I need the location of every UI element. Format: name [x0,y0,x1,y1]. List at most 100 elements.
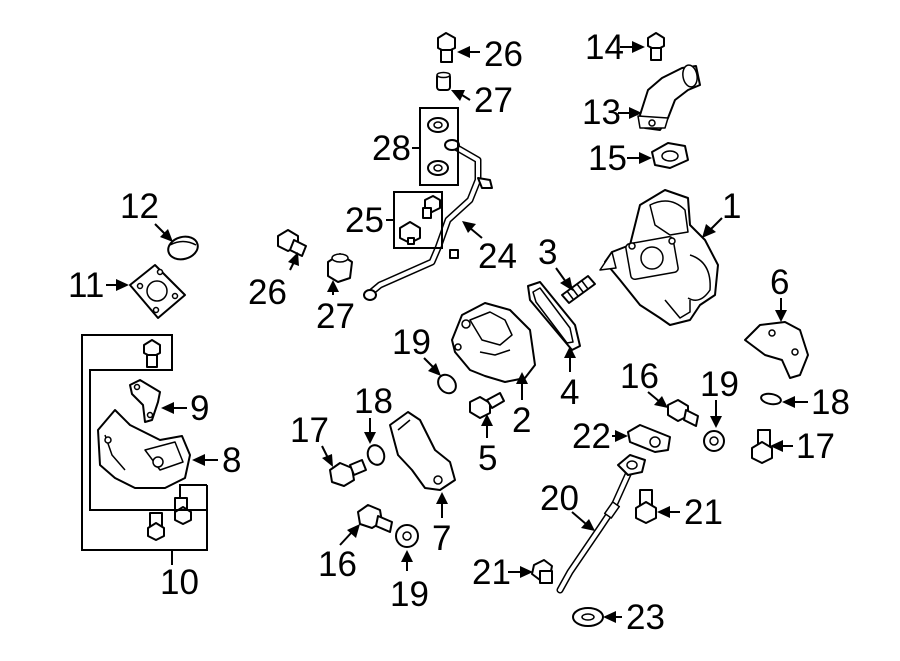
washer-18-left-part[interactable] [365,443,387,467]
callout-19-bottom: 19 [390,575,429,614]
callout-1: 1 [722,187,741,226]
bolt-17-right-part[interactable] [751,429,773,464]
callout-19-top: 19 [392,323,431,362]
arrow-19-bottom [401,550,413,562]
bracket-9-part[interactable] [129,379,161,423]
callout-28: 28 [372,129,411,168]
gasket-11-part[interactable] [129,264,186,319]
arrow-21-right [657,506,670,518]
arrow-18-left [364,432,376,444]
arrow-27-left [327,280,339,292]
washer-23-part[interactable] [572,607,604,627]
exhaust-housing-part[interactable] [451,302,536,383]
callout-26-top: 26 [484,35,523,74]
callout-23: 23 [626,598,665,637]
stud-part[interactable] [561,275,596,304]
arrow-2 [516,372,528,384]
arrow-17-left [322,454,333,467]
arrow-16-lower [347,524,360,538]
bolt-25-upper-part[interactable] [422,195,441,219]
bolt-box-lower-left-part[interactable] [147,512,165,541]
group-box-25 [393,191,443,249]
cap-12-part[interactable] [166,233,201,262]
bolt-17-left-part[interactable] [329,459,367,487]
callout-3: 3 [538,233,557,272]
callout-25: 25 [345,201,384,240]
callout-15: 15 [588,139,627,178]
callout-16-lower: 16 [318,545,357,584]
turbocharger-part[interactable] [599,189,719,326]
arrow-8 [192,454,205,466]
leader-3 [555,267,567,283]
group-box-28 [419,107,459,186]
callout-5: 5 [478,439,497,478]
leader-24 [469,227,483,239]
arrow-21-left [520,566,533,578]
arrow-13 [629,107,642,119]
arrow-9 [161,402,174,414]
elbow-pipe-13-part[interactable] [637,64,701,131]
callout-16-upper: 16 [620,357,659,396]
bolt-26-top-part[interactable] [437,32,456,63]
gasket-22-part[interactable] [627,424,671,453]
arrow-4 [564,346,576,358]
callout-4: 4 [560,373,579,412]
arrow-19-top [428,363,441,376]
oil-pipe-24-part[interactable] [363,139,493,301]
callout-26-left: 26 [248,273,287,312]
bolt-21-right-part[interactable] [635,489,657,524]
leader-27-top [461,94,471,101]
arrow-5 [481,414,493,426]
callout-11: 11 [68,266,104,305]
bolt-14-part[interactable] [647,32,665,61]
leader-20 [571,511,587,525]
sleeve-27-top-part[interactable] [436,71,451,91]
callout-2: 2 [512,401,531,440]
gasket-15-part[interactable] [651,142,689,169]
washer-18-right-part[interactable] [760,392,782,406]
arrow-11 [116,279,129,291]
gasket-part[interactable] [527,281,581,351]
washer-19-right-part[interactable] [703,430,725,452]
bolt-box-upper-part[interactable] [143,339,161,368]
callout-17-left: 17 [290,411,329,450]
arrow-6 [775,310,787,322]
callout-9: 9 [190,389,209,428]
arrow-17-right [770,440,783,452]
callout-22: 22 [572,417,611,456]
bolt-16-lower-part[interactable] [357,504,393,533]
callout-27-top: 27 [474,81,513,120]
sleeve-27-left-part[interactable] [327,253,353,283]
bolt-box-lower-right-part[interactable] [174,497,192,525]
arrow-7 [436,492,448,504]
washer-19-bottom-part[interactable] [395,524,419,548]
heat-shield-7-part[interactable] [389,411,456,491]
bolt-21-left-part[interactable] [531,559,553,584]
arrow-26-left [288,252,299,266]
leader-16-lower [339,531,353,546]
callout-21-right: 21 [684,493,723,532]
leader-16-upper [647,391,661,403]
bolt-26-left-part[interactable] [277,229,307,257]
leader-19-top [423,357,435,369]
arrow-24 [462,221,476,233]
oil-pipe-20-part[interactable] [556,454,646,594]
callout-27-left: 27 [316,297,355,336]
callout-12: 12 [120,187,159,226]
heat-shield-8-part[interactable] [97,409,191,489]
bracket-6-part[interactable] [744,321,809,379]
callout-8: 8 [222,441,241,480]
callout-21-left: 21 [472,553,511,592]
bolt-5-part[interactable] [469,392,505,419]
gasket-28-part[interactable] [427,117,449,176]
callout-7: 7 [432,519,451,558]
callout-6: 6 [770,263,789,302]
bolt-16-upper-part[interactable] [667,399,699,427]
bolt-25-lower-part[interactable] [399,221,421,245]
group-box-10-bottom-tab [179,484,207,498]
callout-17-right: 17 [796,427,835,466]
callout-10: 10 [160,563,199,602]
leader-12 [154,223,166,235]
washer-19-top-part[interactable] [434,371,459,397]
